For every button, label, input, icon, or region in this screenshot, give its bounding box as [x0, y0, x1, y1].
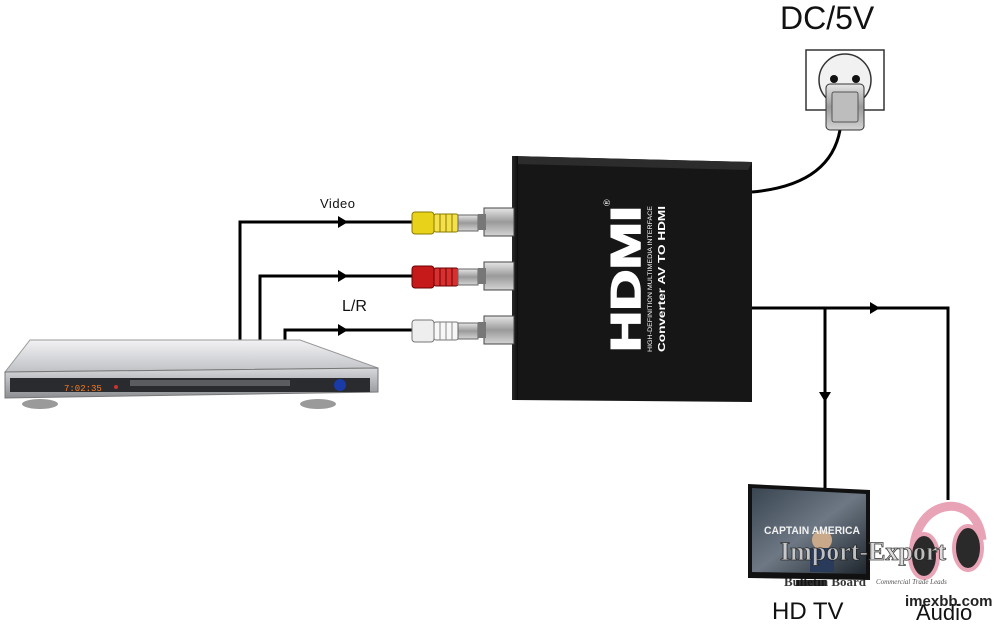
audio-arrow-icon [870, 302, 880, 314]
watermark-site: imexbb.com [905, 593, 993, 610]
output-arrows [819, 302, 880, 402]
output-cables [751, 129, 950, 500]
registered-mark: ® [602, 199, 612, 206]
watermark: Import-Export Bulletin Board Commercial … [780, 537, 948, 589]
hdmi-logo: HDMI ® HIGH-DEFINITION MULTIMEDIA INTERF… [601, 199, 668, 353]
audio-label: Audio [916, 600, 973, 624]
power-outlet [805, 49, 885, 131]
video-arrow-icon [338, 216, 348, 228]
dvd-display: 7:02:35 [64, 384, 102, 394]
yellow-rca-plug [411, 211, 479, 235]
video-label: Video [320, 196, 356, 211]
power-label: DC/5V [780, 0, 875, 36]
watermark-line3: Commercial Trade Leads [876, 578, 947, 586]
watermark-line1: Import-Export [780, 537, 946, 566]
hdmi-converter-box: HDMI ® HIGH-DEFINITION MULTIMEDIA INTERF… [478, 156, 752, 402]
red-rca-plug [411, 265, 479, 289]
hdmi-out-cable [752, 306, 950, 500]
red-arrow-icon [338, 270, 348, 282]
rca-jacks [478, 207, 515, 345]
tv-screen-text: CAPTAIN AMERICA [764, 525, 860, 537]
hd-tv: CAPTAIN AMERICA [748, 484, 870, 586]
hd-tv-label: HD TV [772, 598, 844, 624]
white-arrow-icon [338, 324, 348, 336]
tv-arrow-icon [819, 392, 831, 402]
dvd-player: 7:02:35 [3, 339, 379, 409]
white-rca-plug [411, 319, 479, 343]
video-cable [238, 220, 420, 350]
hdmi-brand-text: HDMI [602, 206, 649, 352]
input-cables [238, 220, 420, 350]
headphones [908, 501, 987, 580]
hdmi-subtitle-text: HIGH-DEFINITION MULTIMEDIA INTERFACE [648, 206, 654, 352]
converter-model-text: Converter AV TO HDMI [657, 206, 668, 352]
input-arrows [338, 216, 348, 336]
watermark-line2: Bulletin Board [784, 574, 867, 589]
red-audio-cable [258, 274, 420, 350]
audio-lr-label: L/R [342, 298, 367, 315]
power-cable [751, 129, 842, 194]
